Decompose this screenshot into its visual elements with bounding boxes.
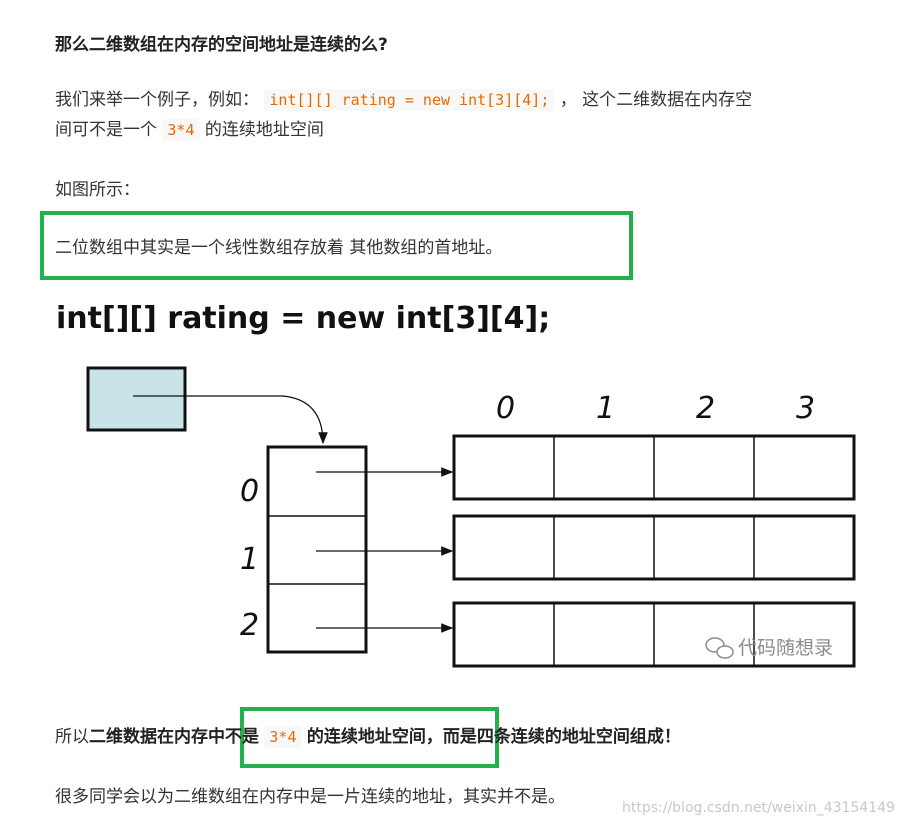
source-url-watermark: https://blog.csdn.net/weixin_43154149 <box>621 800 895 816</box>
row-label-0: 0 <box>240 474 259 509</box>
conclusion-lead: 所以 <box>55 727 89 747</box>
row-array-0 <box>452 434 856 501</box>
figure-intro: 如图所示： <box>55 180 140 200</box>
column-label-1: 1 <box>596 391 615 426</box>
row-pointer-array <box>266 445 368 654</box>
conclusion-bold-1: 二维数据在内存中不是 <box>89 727 259 747</box>
reference-box <box>86 366 187 432</box>
inline-code-size: 3*4 <box>162 119 200 141</box>
array-memory-diagram: int[][] rating = new int[3][4]; 0 1 2 0 … <box>56 301 856 668</box>
row-label-2: 2 <box>240 608 259 643</box>
inline-code-size-2: 3*4 <box>264 726 302 748</box>
closing-paragraph: 很多同学会以为二维数组在内存中是一片连续的地址，其实并不是。 <box>55 787 565 807</box>
row-array-1 <box>452 514 856 581</box>
column-label-3: 3 <box>796 391 815 426</box>
diagram-code-title: int[][] rating = new int[3][4]; <box>56 301 550 336</box>
example-paragraph: 我们来举一个例子，例如： int[][] rating = new int[3]… <box>55 85 752 145</box>
conclusion-highlight-box <box>240 707 499 768</box>
example-text-line2: 间可不是一个 <box>55 120 163 140</box>
highlight-text: 二位数组中其实是一个线性数组存放着 其他数组的首地址。 <box>55 238 503 258</box>
reference-arrow <box>133 395 328 445</box>
example-text-line2-end: 的连续地址空间 <box>199 120 324 140</box>
column-label-2: 2 <box>696 391 715 426</box>
wechat-icon <box>705 637 734 659</box>
conclusion-bold-2: 的连续地址空间，而是四条连续的地址空间组成！ <box>306 727 681 747</box>
column-label-0: 0 <box>496 391 515 426</box>
example-text-start: 我们来举一个例子，例如： <box>55 90 265 110</box>
row-array-2 <box>452 601 856 668</box>
inline-code-declaration: int[][] rating = new int[3][4]; <box>264 89 555 111</box>
example-text-end: ， 这个二维数据在内存空 <box>554 90 753 110</box>
conclusion-paragraph: 所以二维数据在内存中不是 3*4 的连续地址空间，而是四条连续的地址空间组成！ <box>55 722 681 752</box>
row-label-1: 1 <box>240 542 259 577</box>
watermark-text: 代码随想录 <box>738 637 833 659</box>
highlight-box <box>40 211 633 280</box>
section-heading: 那么二维数组在内存的空间地址是连续的么? <box>55 35 388 55</box>
